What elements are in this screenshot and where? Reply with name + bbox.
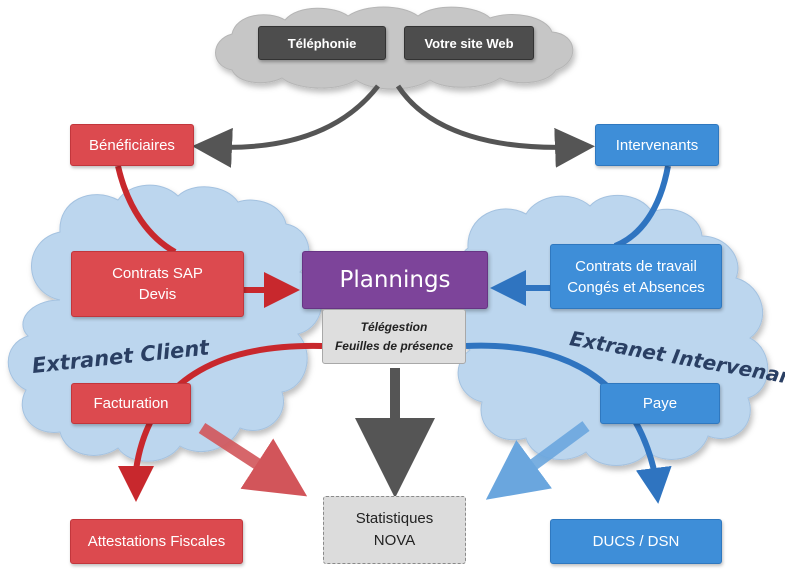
ducs-box: DUCS / DSN — [550, 519, 722, 564]
telephonie-label: Téléphonie — [287, 35, 357, 51]
attestations-label: Attestations Fiscales — [87, 533, 226, 550]
arrow-to-beneficiaires — [192, 84, 380, 168]
nova-label: NOVA — [373, 532, 416, 549]
plannings-label: Plannings — [339, 266, 451, 293]
arrow-to-attestations — [118, 342, 323, 502]
contrats-sap-label: Contrats SAP — [112, 265, 203, 282]
arrow-facturation-to-statistiques — [198, 422, 308, 497]
connector-beneficiaires-contrats — [115, 165, 177, 255]
arrow-to-intervenants — [395, 84, 595, 168]
arrow-paye-to-statistiques — [485, 421, 590, 500]
contrats-travail-label: Contrats de travail — [575, 257, 697, 275]
feuilles-presence-label: Feuilles de présence — [334, 338, 454, 353]
site-web-label: Votre site Web — [424, 35, 514, 51]
contrats-sap-box: Contrats SAP Devis — [71, 251, 244, 317]
statistiques-label: Statistiques — [355, 510, 434, 527]
attestations-box: Attestations Fiscales — [70, 519, 243, 564]
conges-label: Congés et Absences — [567, 278, 705, 296]
beneficiaires-label: Bénéficiaires — [89, 136, 175, 154]
devis-label: Devis — [138, 286, 177, 303]
beneficiaires-box: Bénéficiaires — [70, 124, 194, 166]
facturation-box: Facturation — [71, 383, 191, 424]
facturation-label: Facturation — [93, 395, 169, 412]
intervenants-label: Intervenants — [615, 136, 699, 154]
plannings-box: Plannings — [302, 251, 488, 309]
telegestion-box: Télégestion Feuilles de présence — [322, 309, 466, 364]
right-cloud-shape — [455, 194, 769, 466]
paye-box: Paye — [600, 383, 720, 424]
intervenants-box: Intervenants — [595, 124, 719, 166]
statistiques-box: Statistiques NOVA — [323, 496, 466, 564]
ducs-label: DUCS / DSN — [592, 533, 680, 550]
contrats-travail-box: Contrats de travail Congés et Absences — [550, 244, 722, 309]
site-web-box: Votre site Web — [404, 26, 534, 60]
telephonie-box: Téléphonie — [258, 26, 386, 60]
paye-label: Paye — [642, 395, 678, 412]
connector-intervenants-contrats — [613, 165, 671, 249]
arrow-to-ducs — [465, 342, 672, 504]
telegestion-label: Télégestion — [360, 319, 428, 334]
